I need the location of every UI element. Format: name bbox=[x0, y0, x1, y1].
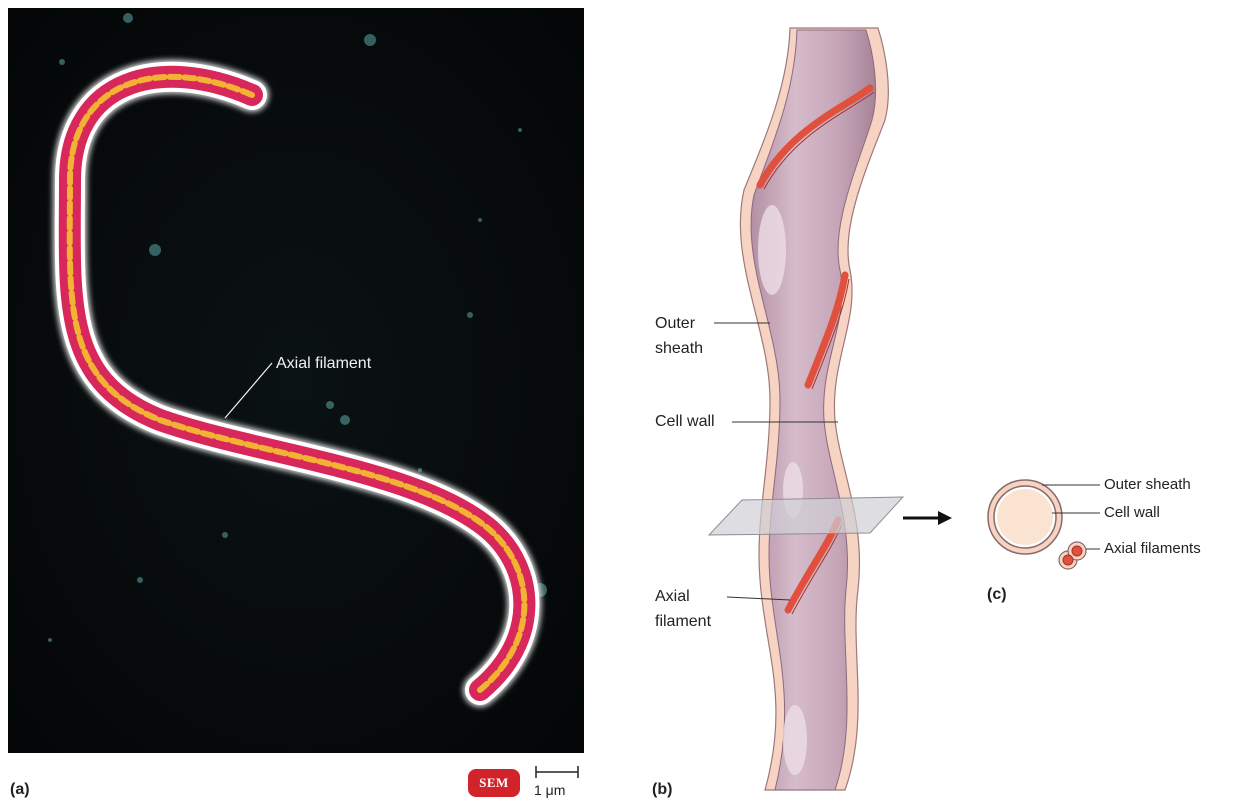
panel-b-letter: (b) bbox=[652, 781, 672, 799]
scale-bar-label: 1 μm bbox=[534, 782, 565, 798]
micrograph-panel bbox=[8, 8, 584, 753]
axial-filaments-label-c: Axial filaments bbox=[1104, 539, 1201, 559]
cross-section-axial-filament-2 bbox=[1072, 546, 1082, 556]
axial-filament-label-b-line2: filament bbox=[655, 612, 711, 632]
panel-a-letter: (a) bbox=[10, 781, 30, 799]
panel-c-letter: (c) bbox=[987, 586, 1007, 604]
sem-badge: SEM bbox=[468, 769, 520, 797]
outer-sheath-label-line2: sheath bbox=[655, 339, 703, 359]
spirochete-diagram bbox=[709, 28, 903, 790]
outer-sheath-label-c: Outer sheath bbox=[1104, 475, 1191, 495]
outer-sheath-label-line1: Outer bbox=[655, 314, 695, 334]
scale-bar bbox=[536, 766, 578, 778]
cell-wall-label-c: Cell wall bbox=[1104, 503, 1160, 523]
cross-section-plane bbox=[709, 497, 903, 535]
axial-filament-label-b-line1: Axial bbox=[655, 587, 690, 607]
cross-section-axial-filament-1 bbox=[1063, 555, 1073, 565]
cell-wall-label-b: Cell wall bbox=[655, 412, 715, 432]
cross-section bbox=[988, 480, 1100, 569]
arrow-to-cross-section bbox=[903, 511, 952, 525]
axial-filament-label-a: Axial filament bbox=[276, 354, 371, 374]
cross-section-cytoplasm bbox=[997, 489, 1053, 545]
